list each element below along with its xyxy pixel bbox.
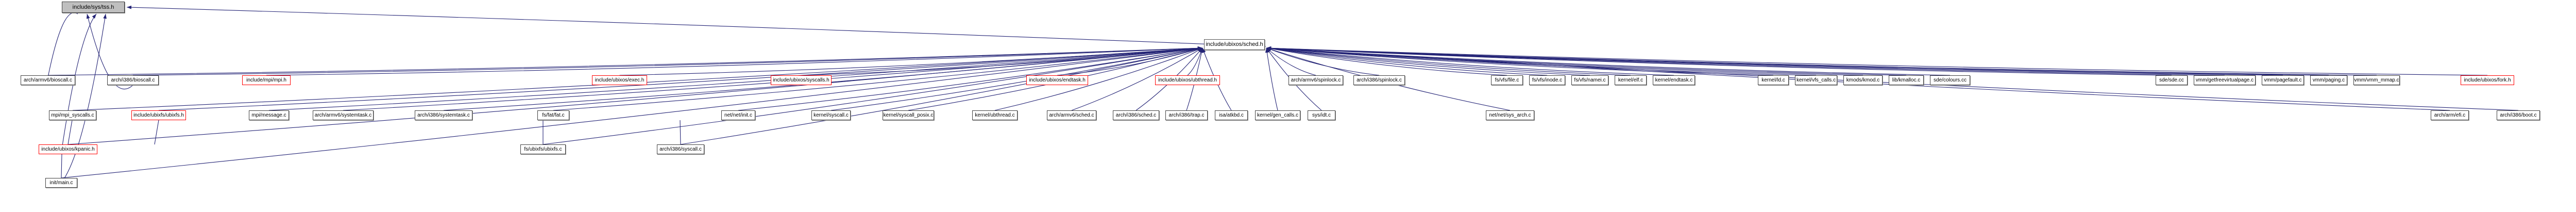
- node-kernel-ubthread-c[interactable]: kernel/ubthread.c: [972, 110, 1018, 120]
- node-include-ubixfs-ubixfs-h[interactable]: include/ubixfs/ubixfs.h: [131, 110, 186, 120]
- node-mpi-message-c[interactable]: mpi/message.c: [249, 110, 289, 120]
- node-include-ubixos-endtask-h[interactable]: include/ubixos/endtask.h: [1026, 75, 1088, 85]
- node-fs-vfs-namei-c[interactable]: fs/vfs/namei.c: [1571, 75, 1608, 85]
- node-arch-armv6-spinlock-c[interactable]: arch/armv6/spinlock.c: [1289, 75, 1343, 85]
- node-kernel-syscall_posix-c[interactable]: kernel/syscall_posix.c: [883, 110, 934, 120]
- node-kernel-vfs_calls-c[interactable]: kernel/vfs_calls.c: [1795, 75, 1837, 85]
- node-sde-colours-cc[interactable]: sde/colours.cc: [1930, 75, 1970, 85]
- node-isa-atkbd-c[interactable]: isa/atkbd.c: [1215, 110, 1248, 120]
- node-arch-i386-sched-c[interactable]: arch/i386/sched.c: [1113, 110, 1159, 120]
- node-mpi-mpi_syscalls-c[interactable]: mpi/mpi_syscalls.c: [49, 110, 96, 120]
- node-arch-i386-syscall-c[interactable]: arch/i386/syscall.c: [657, 144, 704, 154]
- node-kernel-syscall-c[interactable]: kernel/syscall.c: [811, 110, 851, 120]
- node-arch-arm-efi-c[interactable]: arch/arm/efi.c: [2431, 110, 2469, 120]
- node-arch-armv6-sched-c[interactable]: arch/armv6/sched.c: [1047, 110, 1096, 120]
- node-init-main-c[interactable]: init/main.c: [45, 178, 77, 188]
- node-sde-sde-cc[interactable]: sde/sde.cc: [2156, 75, 2188, 85]
- node-include-ubixos-kpanic-h[interactable]: include/ubixos/kpanic.h: [39, 144, 97, 154]
- node-vmm-getfreevirtualpage-c[interactable]: vmm/getfreevirtualpage.c: [2194, 75, 2256, 85]
- node-fs-ubixfs-ubixfs-c[interactable]: fs/ubixfs/ubixfs.c: [520, 144, 566, 154]
- node-include-ubixos-ubthread-h[interactable]: include/ubixos/ubthread.h: [1155, 75, 1220, 85]
- node-fs-vfs-file-c[interactable]: fs/vfs/file.c: [1491, 75, 1523, 85]
- node-arch-i386-bioscall-c[interactable]: arch/i386/bioscall.c: [107, 75, 159, 85]
- node-lib-kmalloc-c[interactable]: lib/kmalloc.c: [1889, 75, 1924, 85]
- node-kernel-elf-c[interactable]: kernel/elf.c: [1615, 75, 1647, 85]
- node-root[interactable]: include/sys/tss.h: [62, 2, 125, 13]
- node-arch-i386-systemtask-c[interactable]: arch/i386/systemtask.c: [415, 110, 472, 120]
- node-kernel-gen_calls-c[interactable]: kernel/gen_calls.c: [1255, 110, 1300, 120]
- node-arch-armv6-systemtask-c[interactable]: arch/armv6/systemtask.c: [313, 110, 374, 120]
- node-arch-i386-spinlock-c[interactable]: arch/i386/spinlock.c: [1353, 75, 1405, 85]
- node-vmm-vmm_mmap-c[interactable]: vmm/vmm_mmap.c: [2353, 75, 2400, 85]
- node-vmm-pagefault-c[interactable]: vmm/pagefault.c: [2262, 75, 2304, 85]
- node-include-mpi-mpi-h[interactable]: include/mpi/mpi.h: [242, 75, 291, 85]
- node-arch-armv6-bioscall-c[interactable]: arch/armv6/bioscall.c: [21, 75, 75, 85]
- node-kernel-ld-c[interactable]: kernel/ld.c: [1758, 75, 1789, 85]
- node-vmm-paging-c[interactable]: vmm/paging.c: [2310, 75, 2347, 85]
- node-net-net-init-c[interactable]: net/net/init.c: [721, 110, 755, 120]
- node-arch-i386-trap-c[interactable]: arch/i386/trap.c: [1165, 110, 1208, 120]
- node-arch-i386-boot-c[interactable]: arch/i386/boot.c: [2497, 110, 2540, 120]
- node-net-net-sys_arch-c[interactable]: net/net/sys_arch.c: [1486, 110, 1534, 120]
- node-include-ubixos-syscalls-h[interactable]: include/ubixos/syscalls.h: [771, 75, 832, 85]
- node-include-ubixos-exec-h[interactable]: include/ubixos/exec.h: [592, 75, 647, 85]
- node-kernel-endtask-c[interactable]: kernel/endtask.c: [1653, 75, 1695, 85]
- node-include-ubixos-fork-h[interactable]: include/ubixos/fork.h: [2461, 75, 2514, 85]
- node-fs-vfs-inode-c[interactable]: fs/vfs/inode.c: [1529, 75, 1565, 85]
- node-fs-fat-fat-c[interactable]: fs/fat/fat.c: [537, 110, 569, 120]
- node-hub-sched[interactable]: include/ubixos/sched.h: [1204, 39, 1265, 50]
- node-kmods-kmod-c[interactable]: kmods/kmod.c: [1843, 75, 1883, 85]
- node-sys-idt-c[interactable]: sys/idt.c: [1308, 110, 1335, 120]
